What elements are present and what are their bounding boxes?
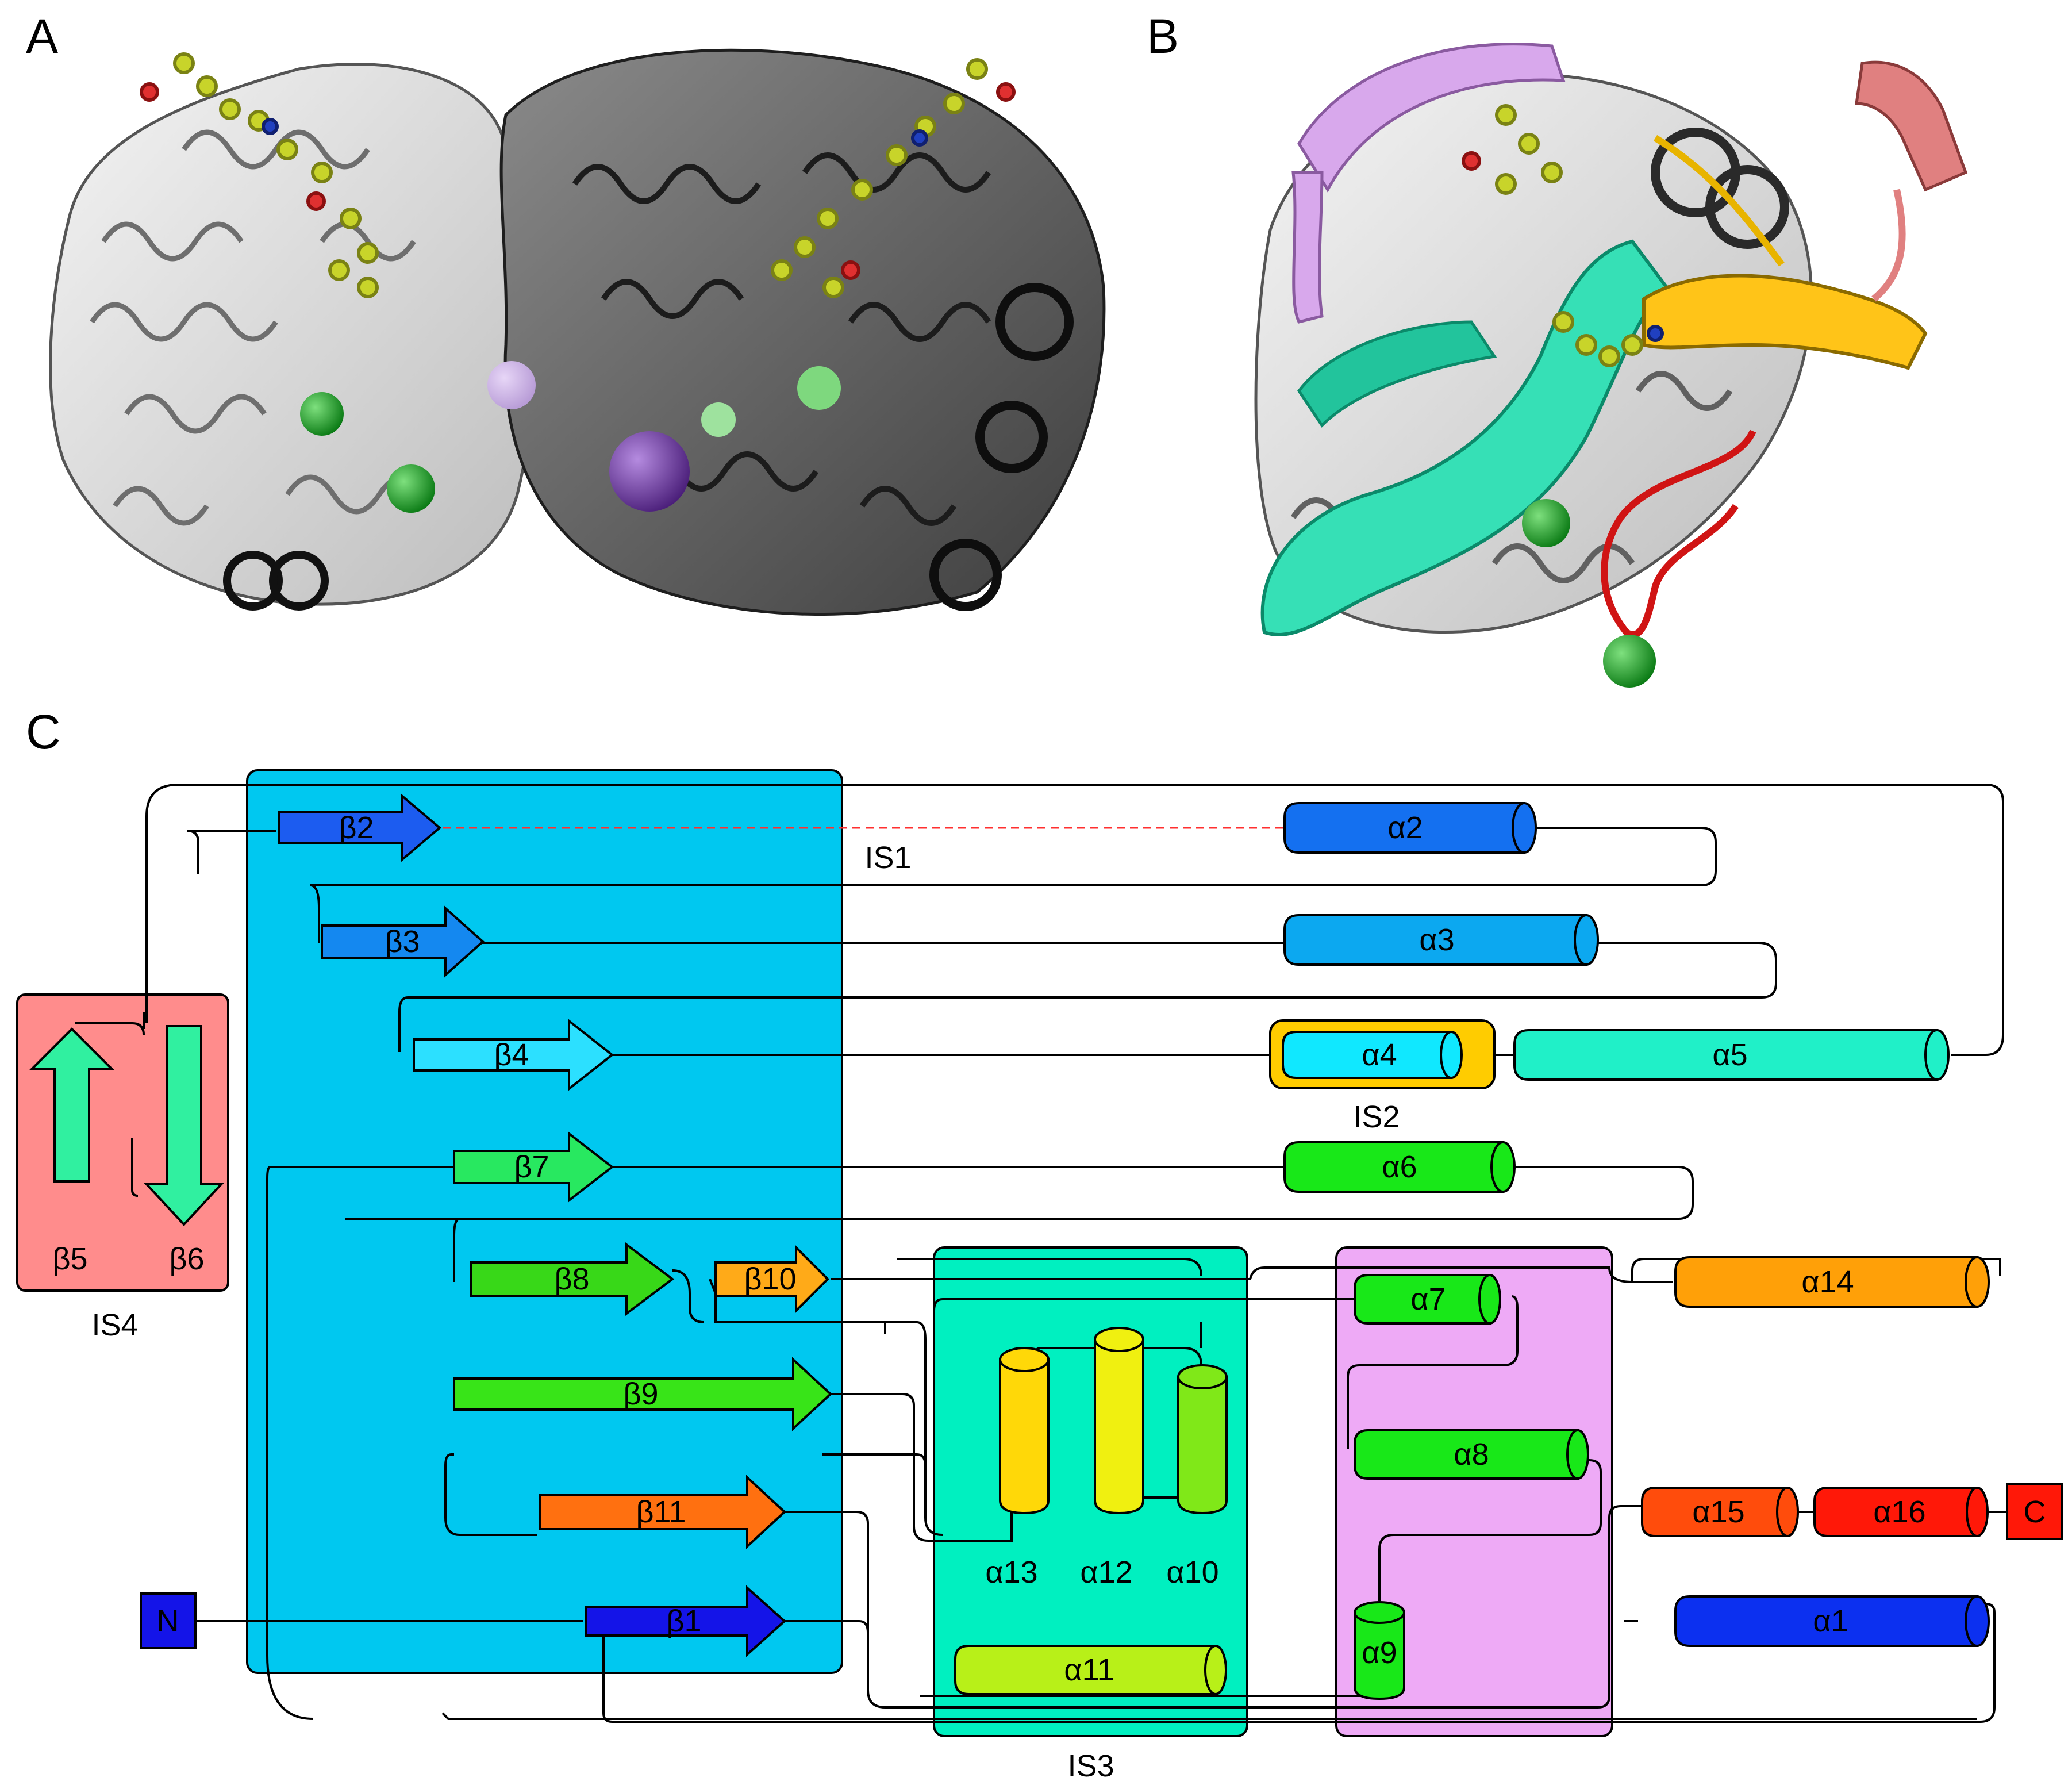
sodium-ion-b1 (1522, 499, 1570, 547)
label-b6: β6 (169, 1242, 204, 1276)
helix-a15 (1641, 1487, 1799, 1537)
ligand-a (140, 52, 379, 298)
strand-b4 (413, 1018, 614, 1092)
gold-helix (1642, 274, 1928, 370)
strand-b3 (321, 905, 485, 978)
label-a9: α9 (1362, 1636, 1397, 1670)
label-a2: α2 (1387, 811, 1423, 845)
helix-a1 (1674, 1595, 1990, 1647)
helix-a10 (1177, 1364, 1228, 1515)
sodium-ion-2 (387, 464, 435, 513)
label-is3: IS3 (1067, 1749, 1114, 1783)
panel-label-b: B (1147, 9, 1179, 63)
strand-b7 (453, 1131, 614, 1203)
helix-a3 (1283, 914, 1599, 966)
label-b7: β7 (514, 1150, 549, 1184)
ligand-b (771, 58, 1016, 298)
domain-box (246, 769, 843, 1674)
helix-a13 (999, 1347, 1050, 1515)
label-a13: α13 (985, 1555, 1037, 1590)
label-a6: α6 (1382, 1150, 1417, 1184)
strand-b10 (714, 1245, 829, 1314)
sodium-ion-faint-1 (701, 402, 736, 437)
label-b8: β8 (554, 1262, 589, 1296)
strand-b11 (539, 1475, 786, 1549)
label-a4: α4 (1362, 1038, 1397, 1072)
panel-b-structure (1254, 43, 1968, 688)
strand-b5 (29, 1027, 115, 1183)
red-loop (1601, 429, 1756, 638)
ligand-b-panel (1462, 104, 1664, 367)
helix-a4 (1282, 1031, 1463, 1079)
helix-a8 (1354, 1429, 1589, 1480)
panel-a-structure (49, 48, 1106, 616)
label-b4: β4 (494, 1038, 529, 1072)
helix-a7 (1354, 1274, 1501, 1325)
label-is1: IS1 (864, 840, 911, 875)
label-n: N (157, 1604, 179, 1638)
label-b10: β10 (744, 1262, 796, 1296)
strand-b9 (453, 1357, 832, 1431)
label-a16: α16 (1873, 1495, 1925, 1529)
label-b3: β3 (385, 924, 420, 959)
label-b9: β9 (623, 1377, 658, 1411)
strand-b8 (470, 1242, 675, 1316)
sodium-ion-1 (300, 392, 344, 436)
c-terminus-box (2006, 1483, 2063, 1540)
label-b11: β11 (636, 1495, 686, 1529)
label-b5: β5 (52, 1242, 87, 1276)
helix-a2 (1283, 802, 1537, 854)
n-terminus-box (140, 1592, 197, 1649)
violet-helix (1297, 43, 1566, 193)
helix-a12 (1094, 1327, 1144, 1515)
panel-c-topology: β2 β3 β4 β7 β8 β10 β9 β11 β1 β5 β6 α2 α3… (16, 769, 2063, 1783)
label-a3: α3 (1419, 923, 1454, 957)
strand-b2 (278, 793, 442, 862)
salmon-sheet (1855, 60, 1968, 192)
label-b2: β2 (339, 811, 374, 845)
label-a10: α10 (1166, 1555, 1218, 1590)
label-a11: α11 (1064, 1653, 1114, 1687)
label-b1: β1 (666, 1604, 701, 1638)
label-a12: α12 (1080, 1555, 1132, 1590)
potassium-ion-faint (487, 361, 536, 409)
helix-a16 (1813, 1487, 1989, 1537)
helix-a11 (954, 1645, 1227, 1695)
potassium-ion (609, 431, 690, 512)
label-a15: α15 (1692, 1495, 1744, 1529)
panel-label-a: A (26, 9, 59, 63)
label-a7: α7 (1410, 1282, 1446, 1316)
connecting-loops (75, 784, 2006, 1723)
helix-a14 (1674, 1256, 1990, 1308)
label-a5: α5 (1712, 1038, 1747, 1072)
strand-b1 (585, 1585, 787, 1657)
chain-b-ribbon (499, 48, 1106, 616)
helix-a5 (1513, 1029, 1950, 1081)
panel-label-c: C (26, 705, 61, 759)
strand-b6 (144, 1025, 224, 1226)
label-c: C (2024, 1495, 2046, 1529)
label-is2: IS2 (1353, 1100, 1400, 1134)
label-a14: α14 (1801, 1265, 1854, 1299)
label-a8: α8 (1454, 1437, 1489, 1472)
label-a1: α1 (1813, 1604, 1848, 1638)
label-is4: IS4 (91, 1308, 138, 1342)
helix-a9 (1354, 1601, 1405, 1700)
sodium-ion-faint-2 (797, 366, 841, 410)
helix-a6 (1283, 1141, 1516, 1193)
teal-region (1260, 239, 1670, 636)
sodium-ion-b2 (1603, 635, 1656, 688)
